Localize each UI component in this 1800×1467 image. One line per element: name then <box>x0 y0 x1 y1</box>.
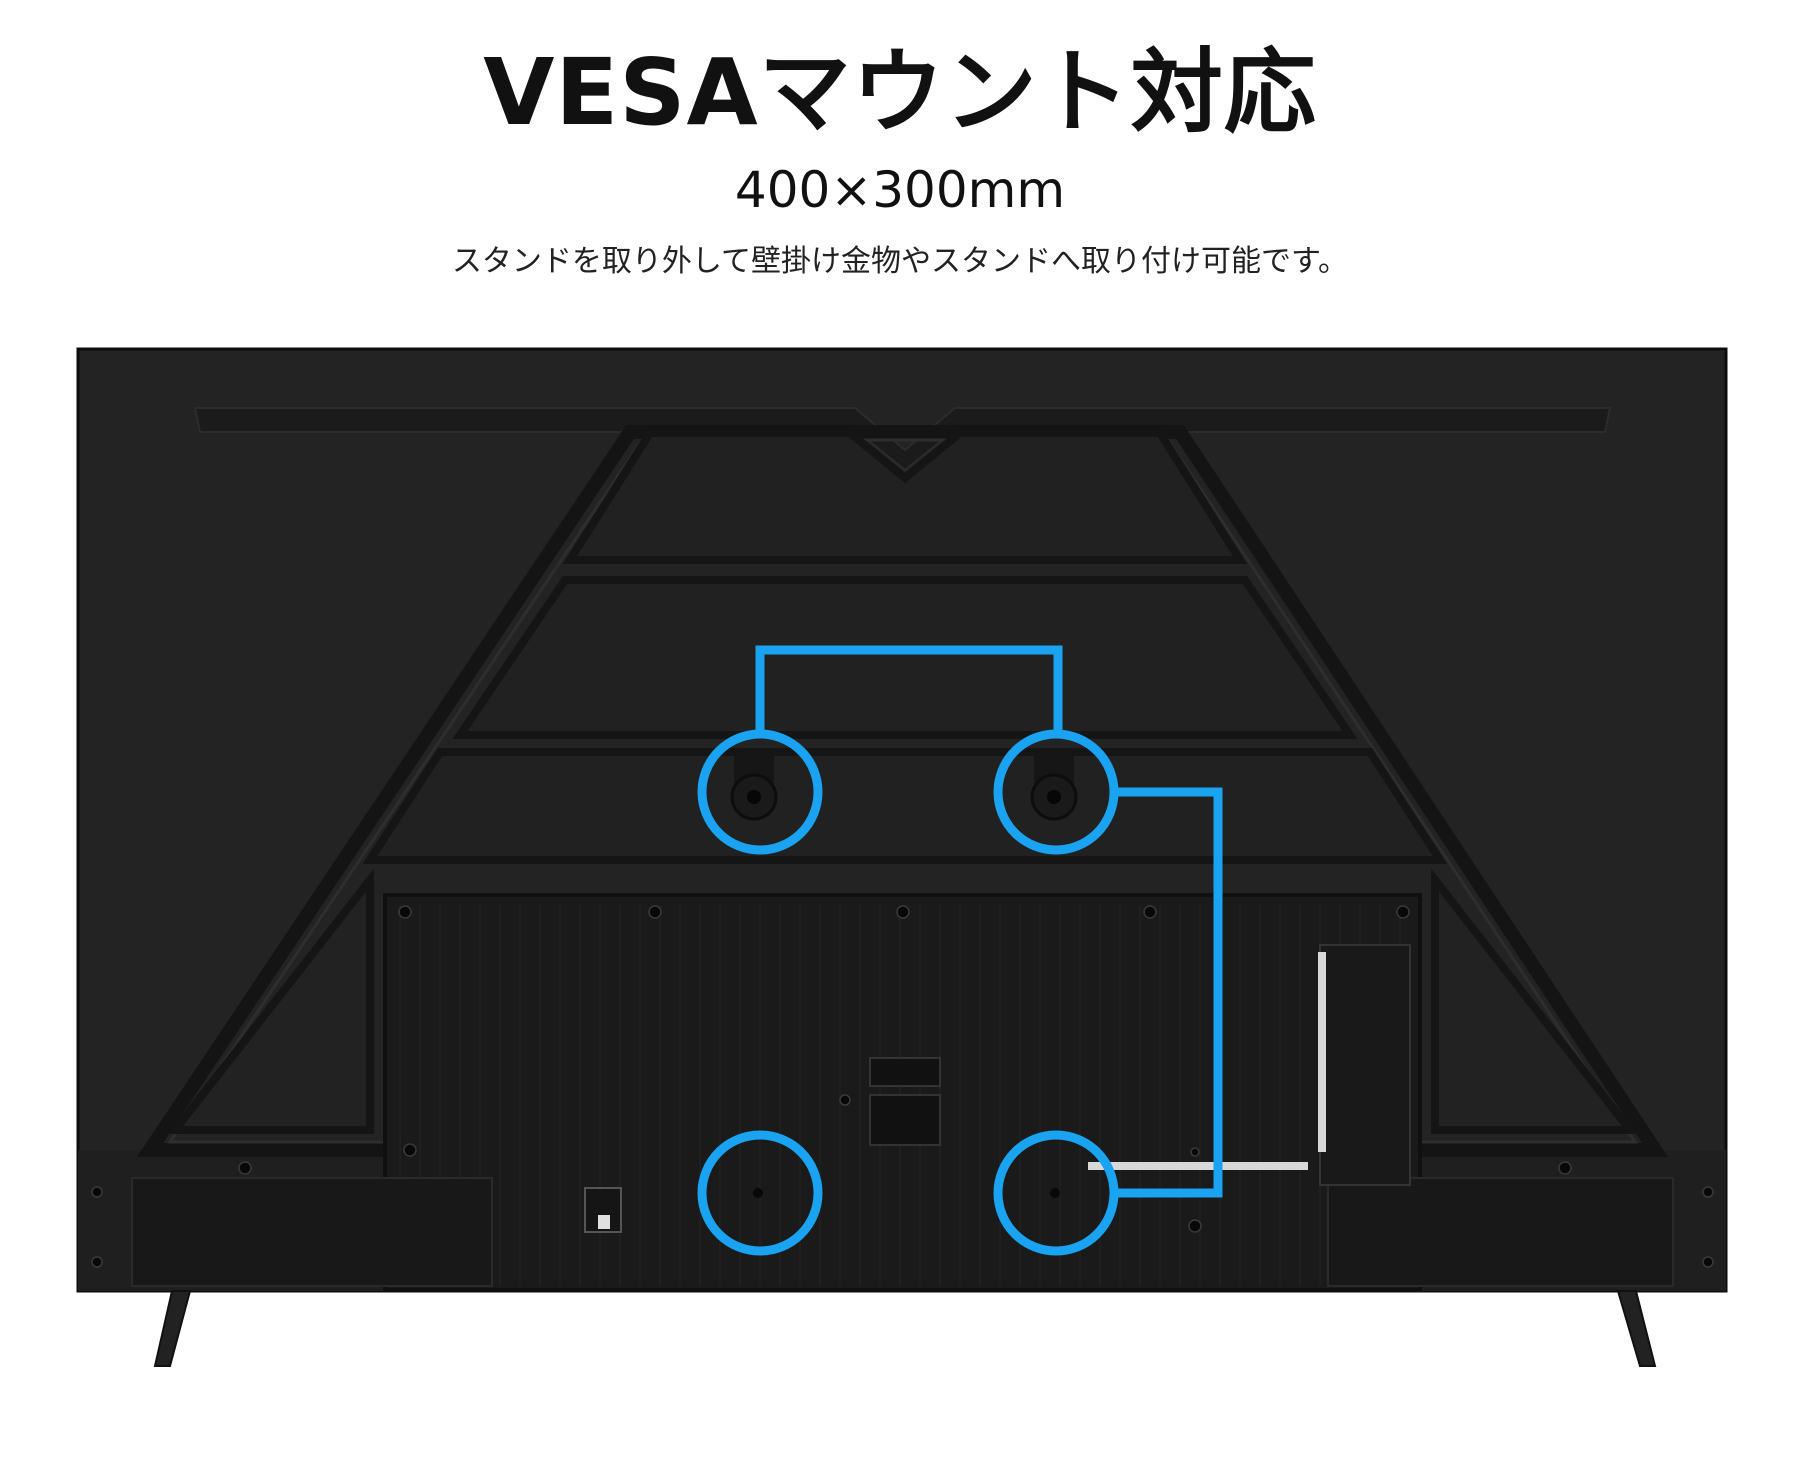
vesa-size-label: 400×300mm <box>734 161 1066 219</box>
right-speaker-grille <box>1327 1177 1674 1287</box>
port-strip-vertical <box>1318 952 1326 1152</box>
center-port-1 <box>869 1057 941 1087</box>
panel-1 <box>562 429 1248 564</box>
rear-grille-panel <box>383 893 1422 1292</box>
grille-lines <box>399 905 1401 1285</box>
port-strip-horizontal <box>1088 1162 1308 1170</box>
mount-hook-left <box>730 753 778 821</box>
left-side-panel <box>166 868 374 1134</box>
right-leg <box>1616 1290 1657 1367</box>
right-side-panel <box>1431 868 1639 1134</box>
left-speaker-grille <box>131 1177 493 1287</box>
vesa-hole-top-right-icon <box>993 729 1119 855</box>
mount-hook-right <box>1030 753 1078 821</box>
height-indicator-line <box>1113 787 1223 1198</box>
vesa-hole-bottom-right-icon <box>993 1130 1119 1256</box>
screw-dots <box>91 905 1714 1268</box>
vesa-hole-bottom-left-icon <box>697 1130 823 1256</box>
center-port-2 <box>869 1094 941 1146</box>
panel-2 <box>452 576 1358 739</box>
left-leg <box>153 1290 192 1367</box>
description-text: スタンドを取り外して壁掛け金物やスタンドへ取り付け可能です。 <box>451 244 1349 279</box>
panel-3 <box>362 748 1448 864</box>
power-socket-pin <box>598 1215 610 1229</box>
width-indicator-line <box>755 645 1063 735</box>
page-title: VESAマウント対応 <box>483 39 1317 146</box>
port-bay <box>1319 944 1411 1186</box>
vesa-hole-top-left-icon <box>697 729 823 855</box>
